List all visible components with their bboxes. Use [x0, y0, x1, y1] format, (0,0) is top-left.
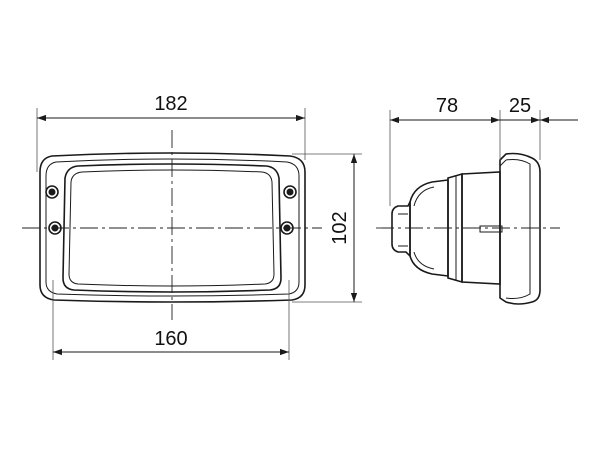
dimension-label-25: 25 [509, 95, 531, 117]
front-flange [499, 152, 541, 305]
lens-outer-outline [62, 163, 282, 293]
dimension-inner-width: 160 [52, 280, 290, 360]
dimension-flange-depth: 25 [500, 95, 578, 160]
side-view [376, 152, 560, 305]
housing-inner-outline [45, 158, 300, 297]
front-view [22, 130, 322, 320]
dimension-height: 102 [292, 153, 362, 303]
dimension-label-160: 160 [154, 328, 187, 350]
housing-outer-outline [39, 152, 306, 303]
dimension-body-depth: 78 [389, 95, 501, 206]
dimension-label-182: 182 [154, 93, 187, 115]
lens-inner-outline [68, 169, 275, 287]
adjuster-screw [479, 225, 503, 233]
dimension-label-102: 102 [329, 211, 351, 244]
connector-plug [391, 201, 411, 258]
screw-top-right [283, 185, 297, 199]
dimension-overall-width: 182 [36, 93, 306, 172]
screw-top-left [45, 185, 59, 199]
dimension-label-78: 78 [436, 95, 458, 117]
